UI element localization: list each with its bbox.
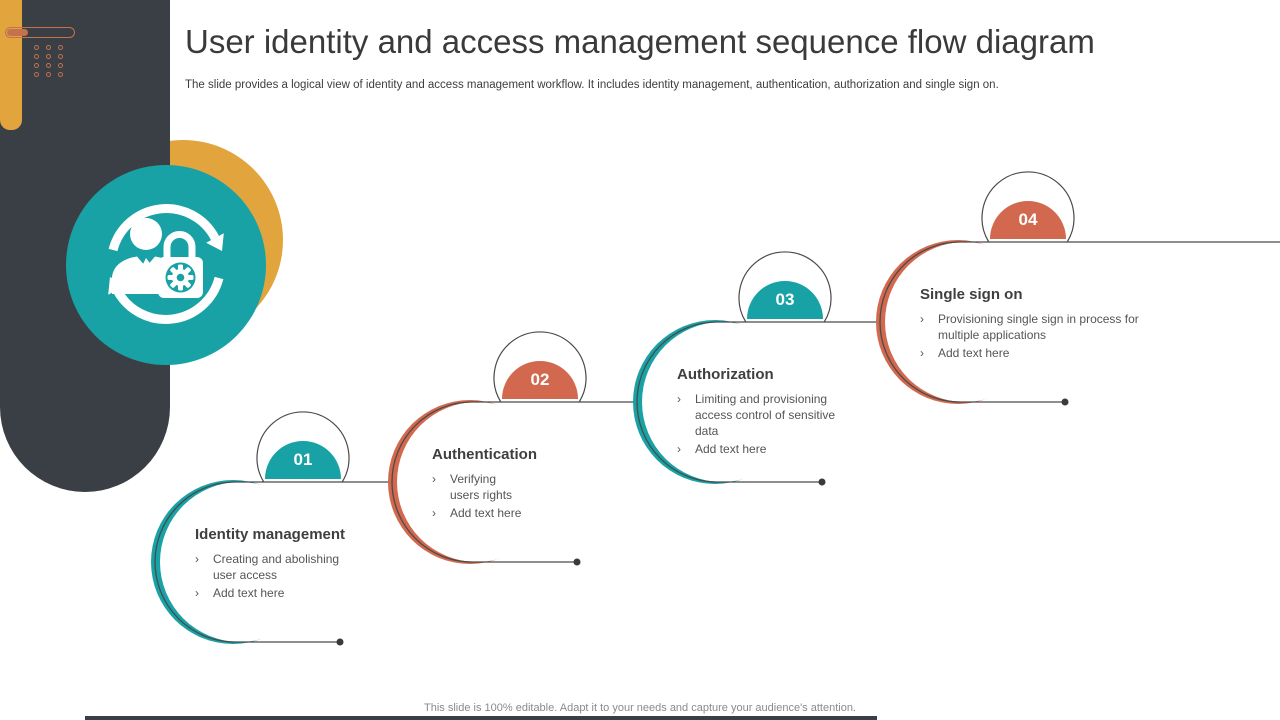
step-bullets: › Provisioning single sign in process for… [920,311,1173,361]
arrowhead-right-icon [206,233,224,251]
step-bullets: › Creating and abolishing user access › Add… [195,551,363,601]
step-title: Identity management [195,526,346,543]
person-head-icon [130,218,162,250]
step-badge-dome [990,201,1066,239]
bullet-marker: › [920,312,924,326]
step-title: Single sign on [920,286,1023,303]
pill-outline-decoration [5,27,75,38]
step-text: Single sign on › Provisioning single sign… [920,286,1173,363]
lock-shackle-icon [163,231,196,258]
user-identity-access-cycle-icon [108,204,224,324]
step-badge-dome [747,281,823,319]
page-title: User identity and access management sequ… [185,23,1095,60]
pill-fill-decoration [7,29,28,36]
bullet-marker: › [195,552,199,566]
bullet-text: Verifying users rights [450,472,513,502]
step-outline [636,321,882,483]
bullet-marker: › [195,586,199,600]
step-text: Authentication › Verifying users rights › A… [432,446,537,523]
step-badge-dome [502,361,578,399]
step-number: 03 [775,290,795,309]
bullet-text: Provisioning single sign in process for … [938,312,1139,342]
step-shape [633,251,882,486]
step-bullet: › Provisioning single sign in process for… [920,311,1173,343]
connector-end-dot [1061,398,1069,406]
bullet-marker: › [432,506,436,520]
bullet-text: Add text here [450,506,522,520]
step-number: 01 [293,450,313,469]
step-number: 04 [1018,210,1038,229]
bullet-text: Limiting and provisioning access control… [695,392,836,438]
footer-note: This slide is 100% editable. Adapt it to… [424,702,856,714]
bullet-marker: › [677,442,681,456]
step-bullets: › Limiting and provisioning access contro… [677,391,847,457]
step-bullet: › Verifying users rights [432,471,537,503]
connector-end-dot [336,638,344,646]
person-tie-icon [142,258,152,289]
connector-end-dot [573,558,581,566]
bullet-text: Creating and abolishing user access [213,552,340,582]
step-bullet: › Add text here [920,345,1173,361]
step-bullet: › Add text here [677,441,847,457]
step-bullet: › Add text here [432,505,537,521]
yellow-accent-bar [0,0,22,130]
connector-end-dot [818,478,826,486]
dot-grid-decoration [34,45,64,78]
step-bullets: › Verifying users rights › Add text here [432,471,537,521]
step-text: Identity management › Creating and abolis… [195,526,363,603]
step-outline [391,401,639,563]
bottom-accent-bar [85,716,877,720]
step-text: Authorization › Limiting and provisioning… [677,366,847,459]
step-shape [876,171,1280,406]
bullet-marker: › [677,392,681,406]
step-outline [879,241,1280,403]
step-outline [154,481,394,643]
step-badge-dome [265,441,341,479]
bullet-text: Add text here [938,346,1010,360]
step-title: Authorization [677,366,774,383]
step-title: Authentication [432,446,537,463]
step-shape [151,411,394,646]
bullet-text: Add text here [213,586,285,600]
bullet-marker: › [920,346,924,360]
gear-hole-icon [176,273,185,282]
step-bullet: › Add text here [195,585,363,601]
step-shape [388,331,639,566]
bullet-marker: › [432,472,436,486]
bullet-text: Add text here [695,442,767,456]
cycle-arrow-bottom [113,276,224,324]
step-bullet: › Limiting and provisioning access contro… [677,391,847,439]
step-number: 02 [530,370,550,389]
page-subtitle: The slide provides a logical view of ide… [185,79,999,91]
cycle-arrow-top [108,204,219,252]
step-bullet: › Creating and abolishing user access [195,551,363,583]
